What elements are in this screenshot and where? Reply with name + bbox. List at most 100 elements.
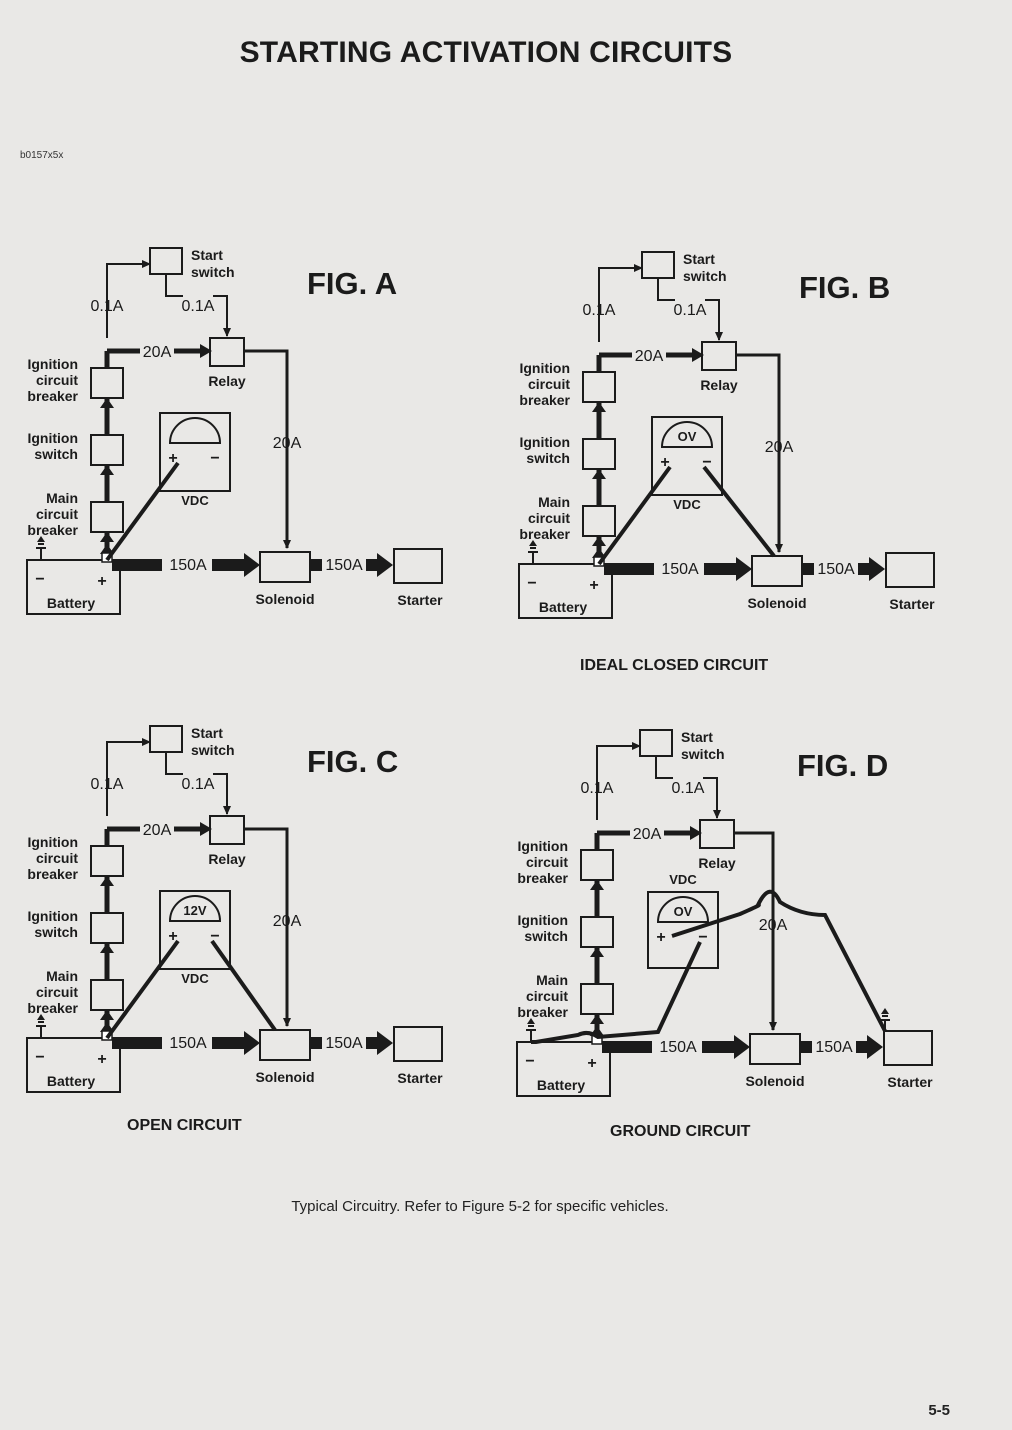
ignition-circuit-breaker-label: breaker xyxy=(517,870,568,886)
arrow-head xyxy=(100,544,114,554)
main-circuit-breaker-label: circuit xyxy=(36,984,78,1000)
battery xyxy=(516,1041,611,1097)
starter-label: Starter xyxy=(887,1074,933,1090)
start-switch-label: Start xyxy=(191,725,223,741)
battery-positive-sign: + xyxy=(97,1051,106,1068)
voltmeter xyxy=(159,890,231,970)
figure-caption: GROUND CIRCUIT xyxy=(610,1123,751,1140)
arrow-head xyxy=(100,465,114,475)
arrow-head xyxy=(590,947,604,957)
meter-positive-sign: + xyxy=(168,450,177,467)
arrow-head xyxy=(592,536,606,546)
current-label-0.1a: 0.1A xyxy=(581,780,614,797)
solenoid-label: Solenoid xyxy=(745,1073,804,1089)
start-switch xyxy=(149,247,183,275)
ground-symbol xyxy=(527,1018,535,1024)
ignition-switch-label: switch xyxy=(524,928,568,944)
label-bg xyxy=(654,561,704,577)
start-switch-label: switch xyxy=(191,264,235,280)
ignition-circuit-breaker-label: Ignition xyxy=(517,838,568,854)
ignition-switch xyxy=(580,916,614,948)
solenoid xyxy=(259,1029,311,1061)
ignition-circuit-breaker-label: Ignition xyxy=(27,834,78,850)
figure-caption: OPEN CIRCUIT xyxy=(127,1117,242,1134)
label-bg xyxy=(812,1039,856,1055)
ignition-switch-label: switch xyxy=(526,450,570,466)
start-switch-label: Start xyxy=(681,729,713,745)
wire-0.1a-to-start-switch xyxy=(106,260,151,338)
wire-start-switch-out xyxy=(657,278,675,301)
relay xyxy=(209,337,245,367)
starter xyxy=(393,1026,443,1062)
starter-label: Starter xyxy=(397,1070,443,1086)
current-label-0.1a: 0.1A xyxy=(91,776,124,793)
current-label-150a: 150A xyxy=(659,1039,697,1056)
current-label-150a: 150A xyxy=(817,561,855,578)
ignition-circuit-breaker-label: breaker xyxy=(27,866,78,882)
meter-positive-sign: + xyxy=(660,454,669,471)
label-bg xyxy=(162,557,212,573)
main-circuit-breaker-label: breaker xyxy=(517,1004,568,1020)
arrow-head xyxy=(200,344,212,358)
figure-label: FIG. C xyxy=(307,744,398,779)
ignition-circuit-breaker-label: circuit xyxy=(528,376,570,392)
wire-to-relay xyxy=(705,299,723,341)
current-label-20a: 20A xyxy=(765,439,794,456)
wire-20a-relay-to-solenoid xyxy=(244,349,291,549)
wire-20a-relay-to-solenoid xyxy=(244,827,291,1027)
voltmeter xyxy=(647,891,719,969)
meter-reading: OV xyxy=(674,904,693,919)
main-circuit-breaker-label: breaker xyxy=(27,1000,78,1016)
voltmeter xyxy=(159,412,231,492)
battery-label: Battery xyxy=(47,595,95,611)
battery-negative-sign: − xyxy=(35,1049,44,1066)
main-circuit-breaker-label: Main xyxy=(536,972,568,988)
meter-positive-lead xyxy=(105,461,180,562)
ignition-circuit-breaker-label: circuit xyxy=(36,850,78,866)
arrow-head xyxy=(100,1022,114,1032)
main-circuit-breaker-label: breaker xyxy=(519,526,570,542)
main-circuit-breaker-label: circuit xyxy=(526,988,568,1004)
current-label-150a: 150A xyxy=(661,561,699,578)
current-label-150a: 150A xyxy=(325,557,363,574)
arrow-head xyxy=(200,822,212,836)
meter-positive-sign: + xyxy=(656,929,665,946)
ignition-switch xyxy=(90,434,124,466)
start-switch xyxy=(641,251,675,279)
solenoid xyxy=(749,1033,801,1065)
wire-start-switch-out xyxy=(165,752,183,775)
label-bg xyxy=(814,561,858,577)
current-label-20a: 20A xyxy=(273,913,302,930)
ignition-circuit-breaker xyxy=(582,371,616,403)
start-switch xyxy=(639,729,673,757)
start-switch-label: switch xyxy=(191,742,235,758)
current-label-150a: 150A xyxy=(815,1039,853,1056)
current-label-0.1a: 0.1A xyxy=(674,302,707,319)
ignition-switch xyxy=(90,912,124,944)
figure-label: FIG. D xyxy=(797,748,888,783)
wire-0.1a-to-start-switch xyxy=(596,742,641,820)
battery-label: Battery xyxy=(537,1077,585,1093)
solenoid xyxy=(259,551,311,583)
starter xyxy=(883,1030,933,1066)
meter-negative-sign: − xyxy=(210,928,219,945)
current-label-0.1a: 0.1A xyxy=(182,298,215,315)
meter-reading: OV xyxy=(678,429,697,444)
ignition-switch-label: switch xyxy=(34,924,78,940)
battery xyxy=(26,559,121,615)
wire-to-relay xyxy=(213,295,231,337)
current-label-150a: 150A xyxy=(169,1035,207,1052)
wire-start-switch-out xyxy=(655,756,673,779)
meter-negative-sign: − xyxy=(698,929,707,946)
arrow-head xyxy=(100,1010,114,1020)
arrow-head xyxy=(692,348,704,362)
battery xyxy=(26,1037,121,1093)
page-number: 5-5 xyxy=(928,1402,950,1419)
start-switch-label: Start xyxy=(683,251,715,267)
meter-vdc-label: VDC xyxy=(669,872,697,887)
current-label-20a: 20A xyxy=(633,826,662,843)
battery-label: Battery xyxy=(539,599,587,615)
